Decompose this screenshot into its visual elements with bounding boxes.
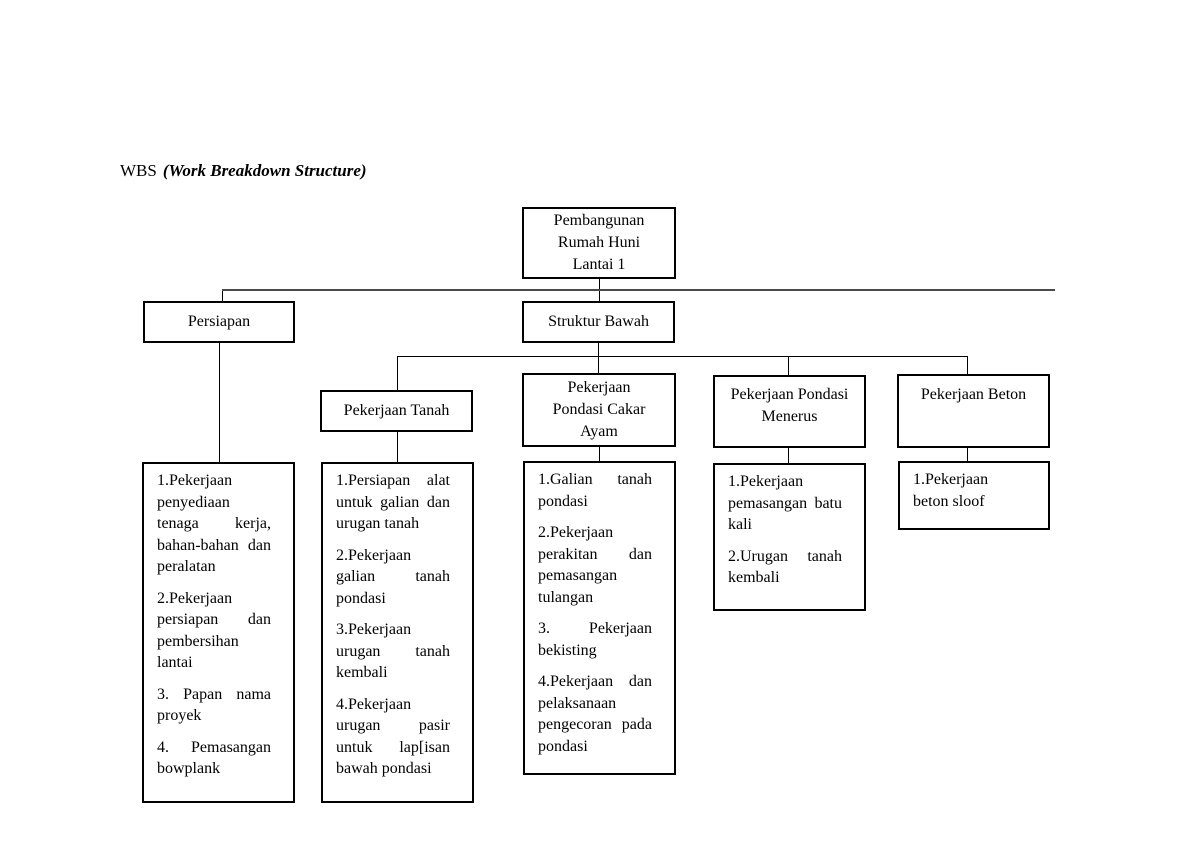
task-item: 1.Galian tanah pondasi [538, 471, 652, 510]
leaf-pekerjaan-tanah-tasks: 1.Persiapan alat untuk galian dan urugan… [321, 462, 474, 803]
connector-menerus-stem [788, 357, 789, 375]
connector-level3-horizontal [397, 356, 968, 357]
task-item: 3. Pekerjaan bekisting [538, 620, 652, 659]
node-pondasi-cakar-ayam: Pekerjaan Pondasi Cakar Ayam [522, 373, 676, 447]
diagram-title: WBS (Work Breakdown Structure) [120, 161, 367, 181]
connector-cakar-ayam-stem [598, 357, 599, 373]
node-persiapan-label: Persiapan [187, 313, 251, 330]
connector-persiapan-to-leaf [219, 343, 220, 462]
node-persiapan: Persiapan [143, 301, 295, 343]
diagram-title-emphasis: (Work Breakdown Structure) [162, 161, 367, 180]
task-item: 2.Pekerjaan persiapan dan pembersihan la… [157, 589, 271, 672]
connector-level2-horizontal [222, 289, 1055, 291]
task-item: 2.Pekerjaan galian tanah pondasi [336, 546, 450, 607]
task-item: 1.Pekerjaan beton sloof [913, 471, 989, 510]
task-item: 2.Pekerjaan perakitan dan pemasangan tul… [538, 524, 652, 606]
task-item: 1.Persiapan alat untuk galian dan urugan… [336, 472, 450, 532]
node-pondasi-cakar-ayam-label: Pekerjaan Pondasi Cakar Ayam [552, 379, 646, 440]
leaf-pondasi-menerus-tasks: 1.Pekerjaan pemasangan batu kali 2.Uruga… [713, 463, 866, 611]
connector-beton-stem [967, 357, 968, 374]
node-pekerjaan-beton: Pekerjaan Beton [897, 374, 1050, 448]
leaf-persiapan-tasks: 1.Pekerjaan penyediaan tenaga kerja, bah… [142, 462, 295, 803]
node-root: Pembangunan Rumah Huni Lantai 1 [522, 207, 676, 279]
node-pekerjaan-beton-label: Pekerjaan Beton [920, 386, 1027, 403]
node-struktur-bawah-label: Struktur Bawah [548, 313, 649, 330]
connector-menerus-to-leaf [788, 448, 789, 463]
connector-struktur-bawah-stem [598, 343, 599, 357]
connector-cakar-ayam-to-leaf [599, 447, 600, 461]
leaf-pondasi-cakar-ayam-tasks: 1.Galian tanah pondasi 2.Pekerjaan perak… [523, 461, 676, 775]
task-item: 4. Pemasangan bowplank [157, 738, 271, 778]
task-item: 2.Urugan tanah kembali [728, 547, 842, 587]
task-item: 4.Pekerjaan dan pelaksanaan pengecoran p… [538, 673, 652, 755]
task-item: 3.Pekerjaan urugan tanah kembali [336, 621, 450, 681]
task-item: 3. Papan nama proyek [157, 685, 271, 725]
node-pondasi-menerus-label: Pekerjaan Pondasi Menerus [730, 386, 849, 425]
task-item: 1.Pekerjaan pemasangan batu kali [728, 473, 842, 533]
node-pekerjaan-tanah-label: Pekerjaan Tanah [343, 402, 450, 419]
task-item: 4.Pekerjaan urugan pasir untuk lap[isan … [336, 695, 450, 778]
connector-persiapan-stem [222, 291, 223, 301]
connector-beton-to-leaf [967, 448, 968, 461]
node-root-label: Pembangunan Rumah Huni Lantai 1 [553, 212, 645, 273]
diagram-title-prefix: WBS [120, 161, 157, 180]
node-pekerjaan-tanah: Pekerjaan Tanah [320, 390, 473, 432]
connector-pekerjaan-tanah-stem [397, 357, 398, 390]
leaf-pekerjaan-beton-tasks: 1.Pekerjaan beton sloof [898, 461, 1050, 530]
task-item: 1.Pekerjaan penyediaan tenaga kerja, bah… [157, 472, 271, 575]
node-pondasi-menerus: Pekerjaan Pondasi Menerus [713, 375, 866, 448]
connector-tanah-to-leaf [397, 432, 398, 462]
node-struktur-bawah: Struktur Bawah [522, 301, 675, 343]
